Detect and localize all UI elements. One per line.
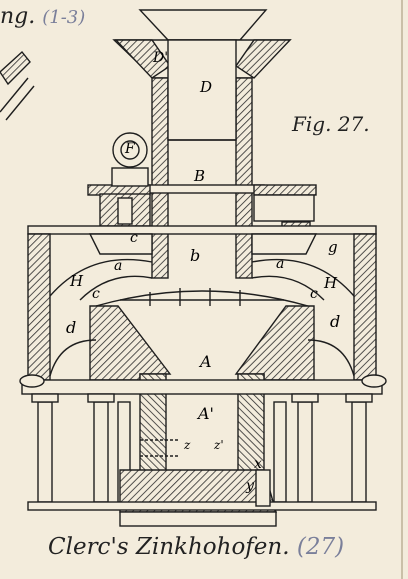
- label-c-right-low: c: [310, 286, 318, 302]
- label-H-left: H: [70, 272, 84, 290]
- header-range: (1-3): [42, 7, 86, 28]
- label-A: A: [200, 352, 212, 371]
- figure-number: Fig. 27.: [292, 112, 370, 136]
- label-b: b: [190, 246, 201, 265]
- label-d-right: d: [330, 312, 341, 331]
- label-g: g: [328, 238, 338, 256]
- fan-F: [99, 132, 151, 227]
- header-text: ng. (1-3): [0, 4, 85, 29]
- base: [27, 439, 377, 527]
- label-c-left-top: c: [130, 230, 138, 246]
- caption-number: (27): [296, 534, 345, 560]
- label-c-left-low: c: [92, 286, 100, 302]
- label-D-prime: D': [153, 50, 169, 66]
- label-F: F: [125, 141, 135, 157]
- label-H-right: H: [324, 274, 338, 292]
- outer-walls: [27, 233, 377, 381]
- label-D: D: [200, 78, 213, 96]
- label-B: B: [194, 167, 206, 185]
- ledge: [19, 374, 387, 395]
- label-x: x: [254, 456, 262, 472]
- caption: Clerc's Zinkhohofen. (27): [48, 534, 344, 560]
- caption-title: Clerc's Zinkhohofen.: [48, 534, 290, 560]
- label-d-left: d: [66, 318, 77, 337]
- label-a-right: a: [276, 256, 285, 272]
- flues: [49, 233, 355, 301]
- platform: [27, 225, 377, 235]
- label-a-left: a: [114, 258, 123, 274]
- label-A-prime: A': [198, 404, 214, 423]
- header-label: ng.: [0, 4, 36, 29]
- label-z-right: z': [214, 438, 224, 452]
- arches: [49, 339, 355, 377]
- fragment-top-left: [0, 50, 35, 121]
- label-z-left: z: [184, 438, 191, 452]
- label-y: y: [246, 478, 254, 494]
- dome: [95, 288, 309, 307]
